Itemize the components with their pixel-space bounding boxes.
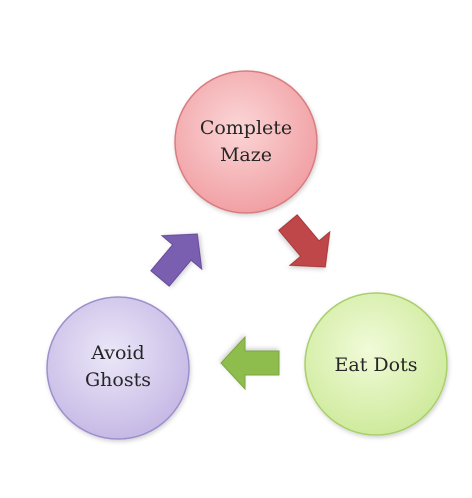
node-circle (174, 70, 318, 214)
node-eat-dots: Eat Dots (304, 292, 448, 436)
node-avoid-ghosts: Avoid Ghosts (46, 296, 190, 440)
node-complete-maze: Complete Maze (174, 70, 318, 214)
arrow-complete-maze-to-eat-dots (278, 214, 331, 268)
node-circle (46, 296, 190, 440)
arrow-red (278, 214, 331, 268)
node-label: Complete (200, 117, 292, 139)
arrow-purple (150, 233, 203, 287)
node-label: Avoid (90, 342, 144, 364)
node-label: Eat Dots (335, 354, 418, 376)
node-label: Maze (220, 144, 272, 166)
node-circle (304, 292, 448, 436)
arrow-eat-dots-to-avoid-ghosts (220, 335, 280, 391)
node-label: Ghosts (85, 369, 151, 391)
arrow-green (220, 335, 280, 391)
arrow-avoid-ghosts-to-complete-maze (150, 233, 203, 287)
